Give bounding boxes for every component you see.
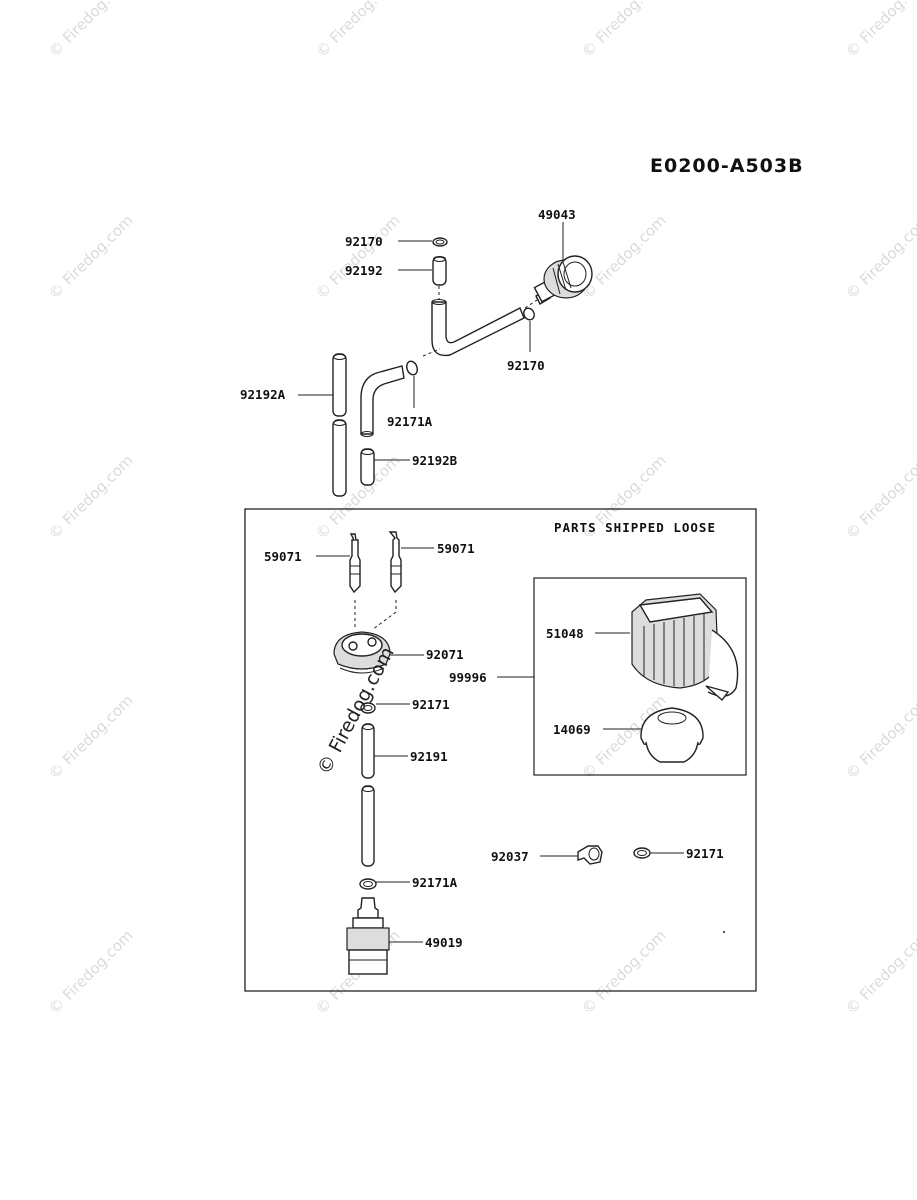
label-14069: 14069 [553,722,591,737]
label-59071-right: 59071 [437,541,475,556]
watermark: © Firedog.com [45,0,137,61]
box-note: PARTS SHIPPED LOOSE [554,520,716,535]
fitting-59071-right [388,531,402,594]
watermark: © Firedog.com [842,691,917,783]
fuel-filter-49043 [533,255,593,305]
tube-92192A [332,353,347,497]
clamp-92170-top [432,237,448,247]
watermark: © Firedog.com [842,0,917,61]
label-99996: 99996 [449,670,487,685]
watermark: © Firedog.com [842,211,917,303]
curved-hose-92171A [360,360,418,437]
watermark: © Firedog.com [45,211,137,303]
watermark: © Firedog.com [312,451,404,543]
tube-92191 [361,723,375,867]
label-49019: 49019 [425,935,463,950]
watermark: © Firedog.com [45,451,137,543]
loose-parts-box [244,508,757,992]
label-92191: 92191 [410,749,448,764]
label-92171A-top: 92171A [387,414,433,429]
strainer-49019 [346,897,390,975]
label-59071-left: 59071 [264,549,302,564]
label-92171A-bottom: 92171A [412,875,458,890]
watermark: © Firedog.com [842,926,917,1018]
watermark: © Firedog.com [842,451,917,543]
watermark: © Firedog.com [578,926,670,1018]
diagram-code: E0200-A503B [650,155,804,177]
clamp-92171A-bottom [359,878,377,890]
clamp-92171 [360,702,376,714]
tube-92192 [432,256,447,286]
label-92071: 92071 [426,647,464,662]
bent-hose-upper [431,299,525,357]
clamp-92170-mid [523,307,535,321]
label-51048: 51048 [546,626,584,641]
label-92037: 92037 [491,849,529,864]
label-92171-right: 92171 [686,846,724,861]
label-92192: 92192 [345,263,383,278]
watermark: © Firedog.com [312,0,404,61]
watermark: © Firedog.com [578,0,670,61]
watermark: © Firedog.com [45,926,137,1018]
label-92171-mid: 92171 [412,697,450,712]
watermark: © Firedog.com [45,691,137,783]
watermark: © Firedog.com [578,211,670,303]
label-92170-top: 92170 [345,234,383,249]
watermark: © Firedog.com [312,211,404,303]
label-49043: 49043 [538,207,576,222]
label-92170-mid: 92170 [507,358,545,373]
cap-seal-14069 [640,707,704,763]
label-92192A: 92192A [240,387,286,402]
fuel-cap-51048 [631,593,739,702]
label-92192B: 92192B [412,453,458,468]
tube-92192B [360,448,375,486]
grommet-92071 [333,631,391,674]
clamp-92171-right [633,847,651,859]
fitting-59071-left [349,533,361,594]
clip-92037 [577,845,603,865]
